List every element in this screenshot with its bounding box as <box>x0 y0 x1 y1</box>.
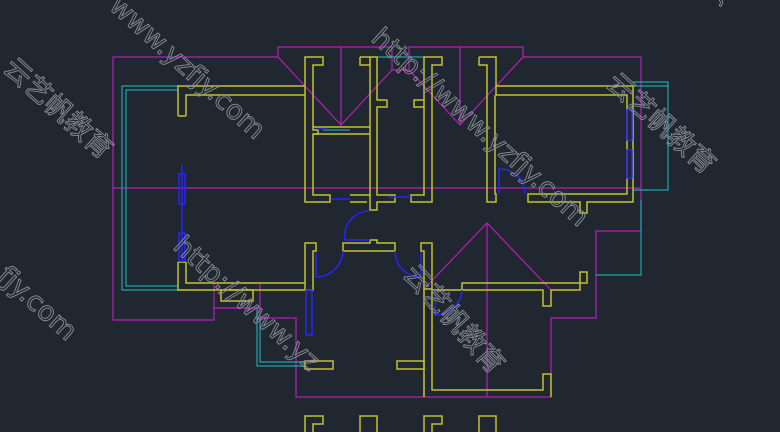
window-small <box>318 128 411 200</box>
window-right-lower <box>626 149 633 179</box>
outer-line-east <box>596 200 642 276</box>
wall-column-c <box>410 56 443 203</box>
door-arc-right-room <box>498 168 526 195</box>
outer-line-left <box>121 85 214 291</box>
wall-center-top <box>342 239 396 252</box>
watermark-url-center: http://www.yzfjy.com <box>365 22 594 233</box>
gable-left <box>277 46 393 126</box>
outer-line-right <box>633 81 669 191</box>
watermark-url-left: fjy.com <box>0 260 83 347</box>
watermark-url-top: www.yzfjy.com <box>103 0 271 146</box>
door-arc-bottom-room <box>434 289 463 316</box>
wall-stub-right <box>396 360 425 370</box>
wall-left-room-top <box>177 85 305 117</box>
wall-column-d <box>478 56 497 203</box>
outer-line-layer <box>121 56 669 367</box>
watermark-url-bottom: http://www.yz <box>167 230 325 377</box>
wall-column-b <box>359 56 396 211</box>
gable-right <box>392 46 524 126</box>
watermark-url-right: yzfjy <box>695 0 757 9</box>
door-arc-center <box>343 210 371 241</box>
window-right-upper <box>626 109 633 141</box>
wall-partial-bottom <box>304 415 497 432</box>
chimney <box>220 289 254 302</box>
door-arc-left <box>315 250 344 278</box>
watermark-brand-bottom: 云艺帆教育 <box>397 259 510 380</box>
wall-bath-partition <box>313 126 370 203</box>
window-lower <box>305 289 313 336</box>
outer-line-bottom <box>256 308 305 367</box>
wall-left-jamb <box>304 242 317 291</box>
door-arc-right <box>394 250 422 278</box>
wall-bottom-right-room <box>423 271 588 397</box>
door-window-layer <box>178 109 633 336</box>
watermark-brand-left: 云艺帆教育 <box>0 52 118 165</box>
watermark-brand-right: 云艺帆教育 <box>600 67 721 180</box>
roof-outline <box>112 56 642 398</box>
wall-stub-left <box>304 360 334 370</box>
